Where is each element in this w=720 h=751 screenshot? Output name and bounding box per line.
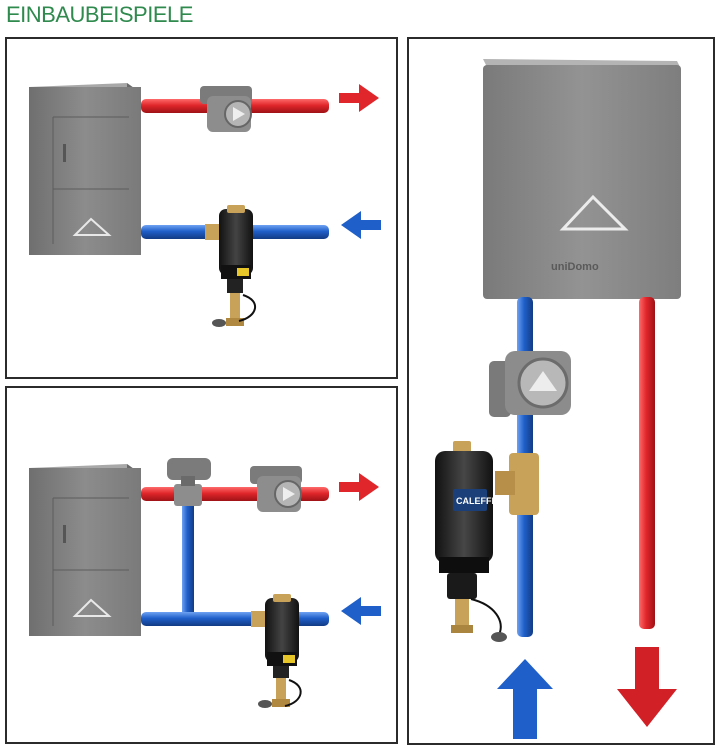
return-arrow-in [341, 211, 381, 239]
bypass-pipe [182, 496, 194, 620]
pump-arrow-icon [283, 487, 295, 501]
wall-boiler: uniDomo [483, 59, 681, 299]
separator-brand-label: CALEFFI [456, 496, 494, 506]
return-pipe-cold [141, 612, 329, 626]
boiler-logo-icon [72, 217, 112, 236]
installation-example-3: uniDomo CALEFFI [407, 37, 715, 745]
circulation-pump [489, 351, 571, 417]
boiler-brand-label: uniDomo [551, 261, 599, 273]
flow-arrow-down [617, 647, 677, 727]
return-arrow-up [497, 659, 553, 739]
boiler-logo-icon [72, 598, 112, 617]
installation-example-1 [5, 37, 398, 379]
dirt-separator [251, 594, 302, 708]
floor-boiler [29, 464, 141, 636]
return-arrow-in [341, 597, 381, 625]
brass-tee-fitting [509, 453, 539, 515]
circulation-pump [200, 86, 252, 132]
flow-pipe-hot [639, 297, 655, 629]
mixing-valve [167, 458, 211, 506]
flow-arrow-out [339, 84, 379, 112]
circulation-pump [250, 466, 302, 512]
boiler-logo-icon [559, 194, 629, 231]
example-1-diagram [29, 83, 381, 327]
installation-example-2 [5, 386, 398, 744]
example-3-diagram: uniDomo CALEFFI [435, 59, 681, 739]
pump-arrow-icon [529, 371, 557, 391]
flow-arrow-out [339, 473, 379, 501]
dirt-separator [205, 205, 256, 327]
example-2-diagram [29, 458, 381, 708]
dirt-separator: CALEFFI [435, 441, 507, 642]
pump-arrow-icon [233, 107, 245, 121]
floor-boiler [29, 83, 141, 255]
page-title: EINBAUBEISPIELE [6, 2, 193, 27]
